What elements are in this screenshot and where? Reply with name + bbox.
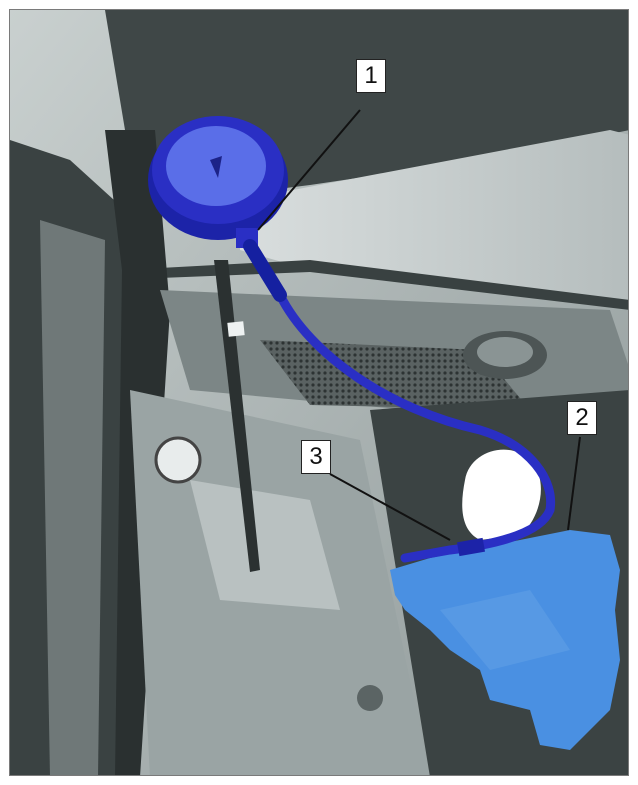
pressure-tester-gauge (148, 116, 288, 248)
body-plug (357, 685, 383, 711)
engine-bay-illustration (10, 10, 628, 775)
reservoir-neck (462, 449, 541, 540)
windshield (240, 130, 628, 305)
strut-dome-cap (154, 436, 202, 484)
tester-hose (245, 241, 556, 563)
leader-line-1 (257, 109, 361, 231)
door-edge (40, 220, 105, 775)
illustration-frame: 1 2 3 (9, 9, 629, 776)
hood-strut (214, 260, 260, 572)
callout-3: 3 (301, 440, 331, 474)
wiper-arm (160, 260, 628, 310)
tester-adapter (456, 537, 486, 557)
leader-line-3 (329, 473, 451, 541)
callout-2: 2 (567, 401, 597, 435)
callout-1: 1 (356, 59, 386, 93)
leader-line-2 (567, 436, 581, 531)
